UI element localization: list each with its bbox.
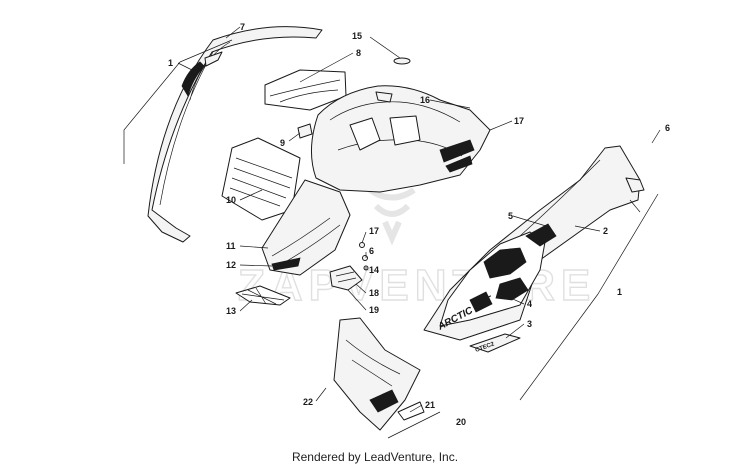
callout-17-mid: 17 <box>369 226 379 236</box>
render-credit: Rendered by LeadVenture, Inc. <box>291 450 459 464</box>
callout-1-right: 1 <box>617 287 622 297</box>
callout-18: 18 <box>369 288 379 298</box>
part-side-panel-right: ARCTIC CAT CTEC2 <box>423 145 645 354</box>
callout-2: 2 <box>603 226 608 236</box>
callout-5: 5 <box>508 211 513 221</box>
callout-22: 22 <box>303 397 313 407</box>
callout-20: 20 <box>456 417 466 427</box>
part-hood-center <box>310 57 491 193</box>
callout-3: 3 <box>527 319 532 329</box>
part-9-clip <box>297 123 313 139</box>
callout-9: 9 <box>280 138 285 148</box>
bracket-20 <box>387 411 441 439</box>
callout-4: 4 <box>527 299 532 309</box>
callout-17-top: 17 <box>514 116 524 126</box>
callout-8: 8 <box>356 48 361 58</box>
callout-7: 7 <box>240 22 245 32</box>
part-windshield-left <box>147 26 323 243</box>
callout-12: 12 <box>226 260 236 270</box>
callout-10: 10 <box>226 195 236 205</box>
callout-21: 21 <box>425 400 435 410</box>
callout-1-left: 1 <box>168 58 173 68</box>
callout-16: 16 <box>420 95 430 105</box>
callout-11: 11 <box>226 241 236 251</box>
callout-14: 14 <box>369 265 379 275</box>
callout-13: 13 <box>226 306 236 316</box>
callouts: 1 7 8 15 16 17 6 9 10 11 12 13 5 2 17 6 … <box>168 22 670 427</box>
callout-15: 15 <box>352 31 362 41</box>
callout-6-top: 6 <box>665 123 670 133</box>
bracket-1-left <box>123 61 181 164</box>
bracket-1-right <box>597 193 659 295</box>
part-hardware-cluster <box>329 242 369 291</box>
callout-19: 19 <box>369 305 379 315</box>
leader-lines <box>177 26 661 413</box>
part-nose-lower <box>261 179 351 276</box>
watermark-logo <box>368 187 416 246</box>
callout-6-mid: 6 <box>369 246 374 256</box>
part-20-lower <box>333 317 425 431</box>
part-13-mesh <box>235 285 291 306</box>
